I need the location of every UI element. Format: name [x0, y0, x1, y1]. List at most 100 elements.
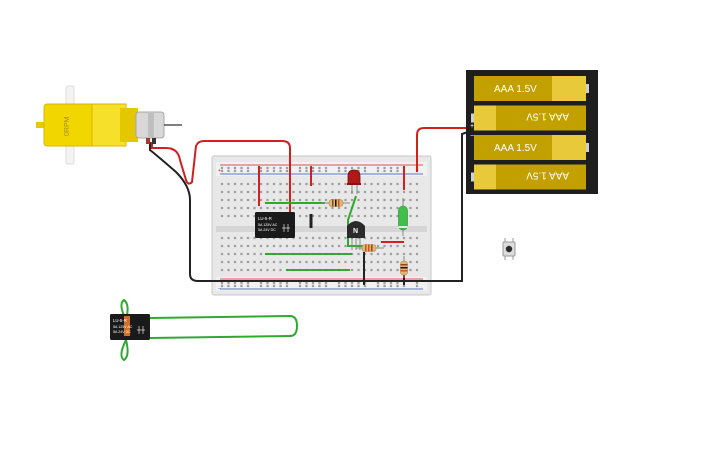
battery-red-wire[interactable] — [416, 127, 468, 172]
breadboard-hole[interactable] — [337, 244, 341, 248]
breadboard-hole[interactable] — [246, 182, 250, 186]
breadboard-hole[interactable] — [357, 214, 360, 218]
breadboard-hole[interactable] — [337, 281, 341, 285]
breadboard-hole[interactable] — [396, 260, 399, 264]
breadboard-hole[interactable] — [318, 190, 321, 194]
breadboard-hole[interactable] — [311, 281, 315, 285]
breadboard-hole[interactable] — [318, 206, 321, 210]
breadboard-hole[interactable] — [357, 260, 360, 264]
breadboard-hole[interactable] — [259, 190, 263, 194]
breadboard-hole[interactable] — [363, 206, 367, 210]
breadboard-hole[interactable] — [376, 236, 380, 240]
breadboard-hole[interactable] — [240, 252, 243, 256]
breadboard-hole[interactable] — [305, 166, 308, 170]
breadboard-hole[interactable] — [337, 166, 341, 170]
breadboard-hole[interactable] — [324, 214, 328, 218]
breadboard-hole[interactable] — [357, 198, 360, 202]
breadboard-hole[interactable] — [324, 206, 328, 210]
breadboard-hole[interactable] — [402, 244, 406, 248]
breadboard-hole[interactable] — [259, 252, 263, 256]
motor-red-wire[interactable] — [151, 140, 291, 224]
breadboard-hole[interactable] — [240, 284, 243, 288]
breadboard-hole[interactable] — [415, 260, 419, 264]
breadboard-hole[interactable] — [285, 166, 289, 170]
breadboard-hole[interactable] — [357, 206, 360, 210]
breadboard-hole[interactable] — [324, 236, 328, 240]
breadboard-hole[interactable] — [324, 182, 328, 186]
breadboard-hole[interactable] — [363, 169, 367, 173]
breadboard-hole[interactable] — [233, 268, 237, 272]
breadboard-hole[interactable] — [396, 206, 399, 210]
breadboard-hole[interactable] — [240, 198, 243, 202]
breadboard-hole[interactable] — [266, 260, 269, 264]
breadboard-hole[interactable] — [233, 198, 237, 202]
breadboard-hole[interactable] — [383, 260, 386, 264]
breadboard-hole[interactable] — [331, 190, 334, 194]
breadboard-hole[interactable] — [344, 260, 347, 264]
breadboard-hole[interactable] — [240, 268, 243, 272]
breadboard-hole[interactable] — [318, 166, 321, 170]
breadboard-hole[interactable] — [344, 284, 347, 288]
breadboard-hole[interactable] — [318, 182, 321, 186]
breadboard-hole[interactable] — [253, 182, 256, 186]
breadboard-hole[interactable] — [240, 182, 243, 186]
breadboard-hole[interactable] — [344, 166, 347, 170]
breadboard-hole[interactable] — [318, 236, 321, 240]
breadboard-hole[interactable] — [298, 281, 302, 285]
breadboard-hole[interactable] — [396, 236, 399, 240]
breadboard-hole[interactable] — [396, 244, 399, 248]
breadboard-hole[interactable] — [259, 198, 263, 202]
breadboard-hole[interactable] — [227, 252, 230, 256]
breadboard-hole[interactable] — [389, 190, 393, 194]
breadboard-hole[interactable] — [259, 284, 263, 288]
breadboard-hole[interactable] — [389, 284, 393, 288]
breadboard-hole[interactable] — [376, 252, 380, 256]
breadboard-hole[interactable] — [220, 198, 224, 202]
breadboard-hole[interactable] — [259, 166, 263, 170]
breadboard-hole[interactable] — [266, 169, 269, 173]
breadboard-hole[interactable] — [370, 206, 373, 210]
breadboard-hole[interactable] — [324, 190, 328, 194]
breadboard-hole[interactable] — [253, 206, 256, 210]
breadboard-hole[interactable] — [389, 268, 393, 272]
breadboard-hole[interactable] — [233, 169, 237, 173]
breadboard-hole[interactable] — [233, 284, 237, 288]
breadboard-hole[interactable] — [396, 281, 399, 285]
breadboard-hole[interactable] — [409, 190, 412, 194]
breadboard-hole[interactable] — [344, 206, 347, 210]
breadboard-hole[interactable] — [298, 166, 302, 170]
breadboard-hole[interactable] — [233, 166, 237, 170]
breadboard-hole[interactable] — [246, 198, 250, 202]
breadboard-hole[interactable] — [331, 182, 334, 186]
breadboard-hole[interactable] — [402, 252, 406, 256]
red-led[interactable] — [347, 169, 361, 194]
breadboard-hole[interactable] — [383, 169, 386, 173]
breadboard-hole[interactable] — [409, 182, 412, 186]
breadboard-hole[interactable] — [350, 281, 354, 285]
breadboard-hole[interactable] — [298, 169, 302, 173]
breadboard-hole[interactable] — [220, 236, 224, 240]
breadboard-hole[interactable] — [298, 236, 302, 240]
breadboard-hole[interactable] — [227, 260, 230, 264]
breadboard-hole[interactable] — [324, 281, 328, 285]
breadboard-hole[interactable] — [305, 182, 308, 186]
breadboard-hole[interactable] — [279, 166, 282, 170]
breadboard-hole[interactable] — [383, 236, 386, 240]
breadboard-hole[interactable] — [285, 182, 289, 186]
breadboard-hole[interactable] — [376, 182, 380, 186]
breadboard-hole[interactable] — [331, 206, 334, 210]
breadboard-hole[interactable] — [357, 284, 360, 288]
breadboard-hole[interactable] — [370, 214, 373, 218]
breadboard-hole[interactable] — [227, 268, 230, 272]
breadboard-hole[interactable] — [383, 206, 386, 210]
breadboard-hole[interactable] — [376, 260, 380, 264]
breadboard-hole[interactable] — [318, 260, 321, 264]
breadboard-hole[interactable] — [305, 206, 308, 210]
breadboard-hole[interactable] — [344, 236, 347, 240]
breadboard-hole[interactable] — [409, 214, 412, 218]
breadboard-hole[interactable] — [311, 182, 315, 186]
breadboard-hole[interactable] — [396, 166, 399, 170]
breadboard-hole[interactable] — [233, 190, 237, 194]
breadboard-hole[interactable] — [383, 281, 386, 285]
breadboard-hole[interactable] — [292, 182, 295, 186]
